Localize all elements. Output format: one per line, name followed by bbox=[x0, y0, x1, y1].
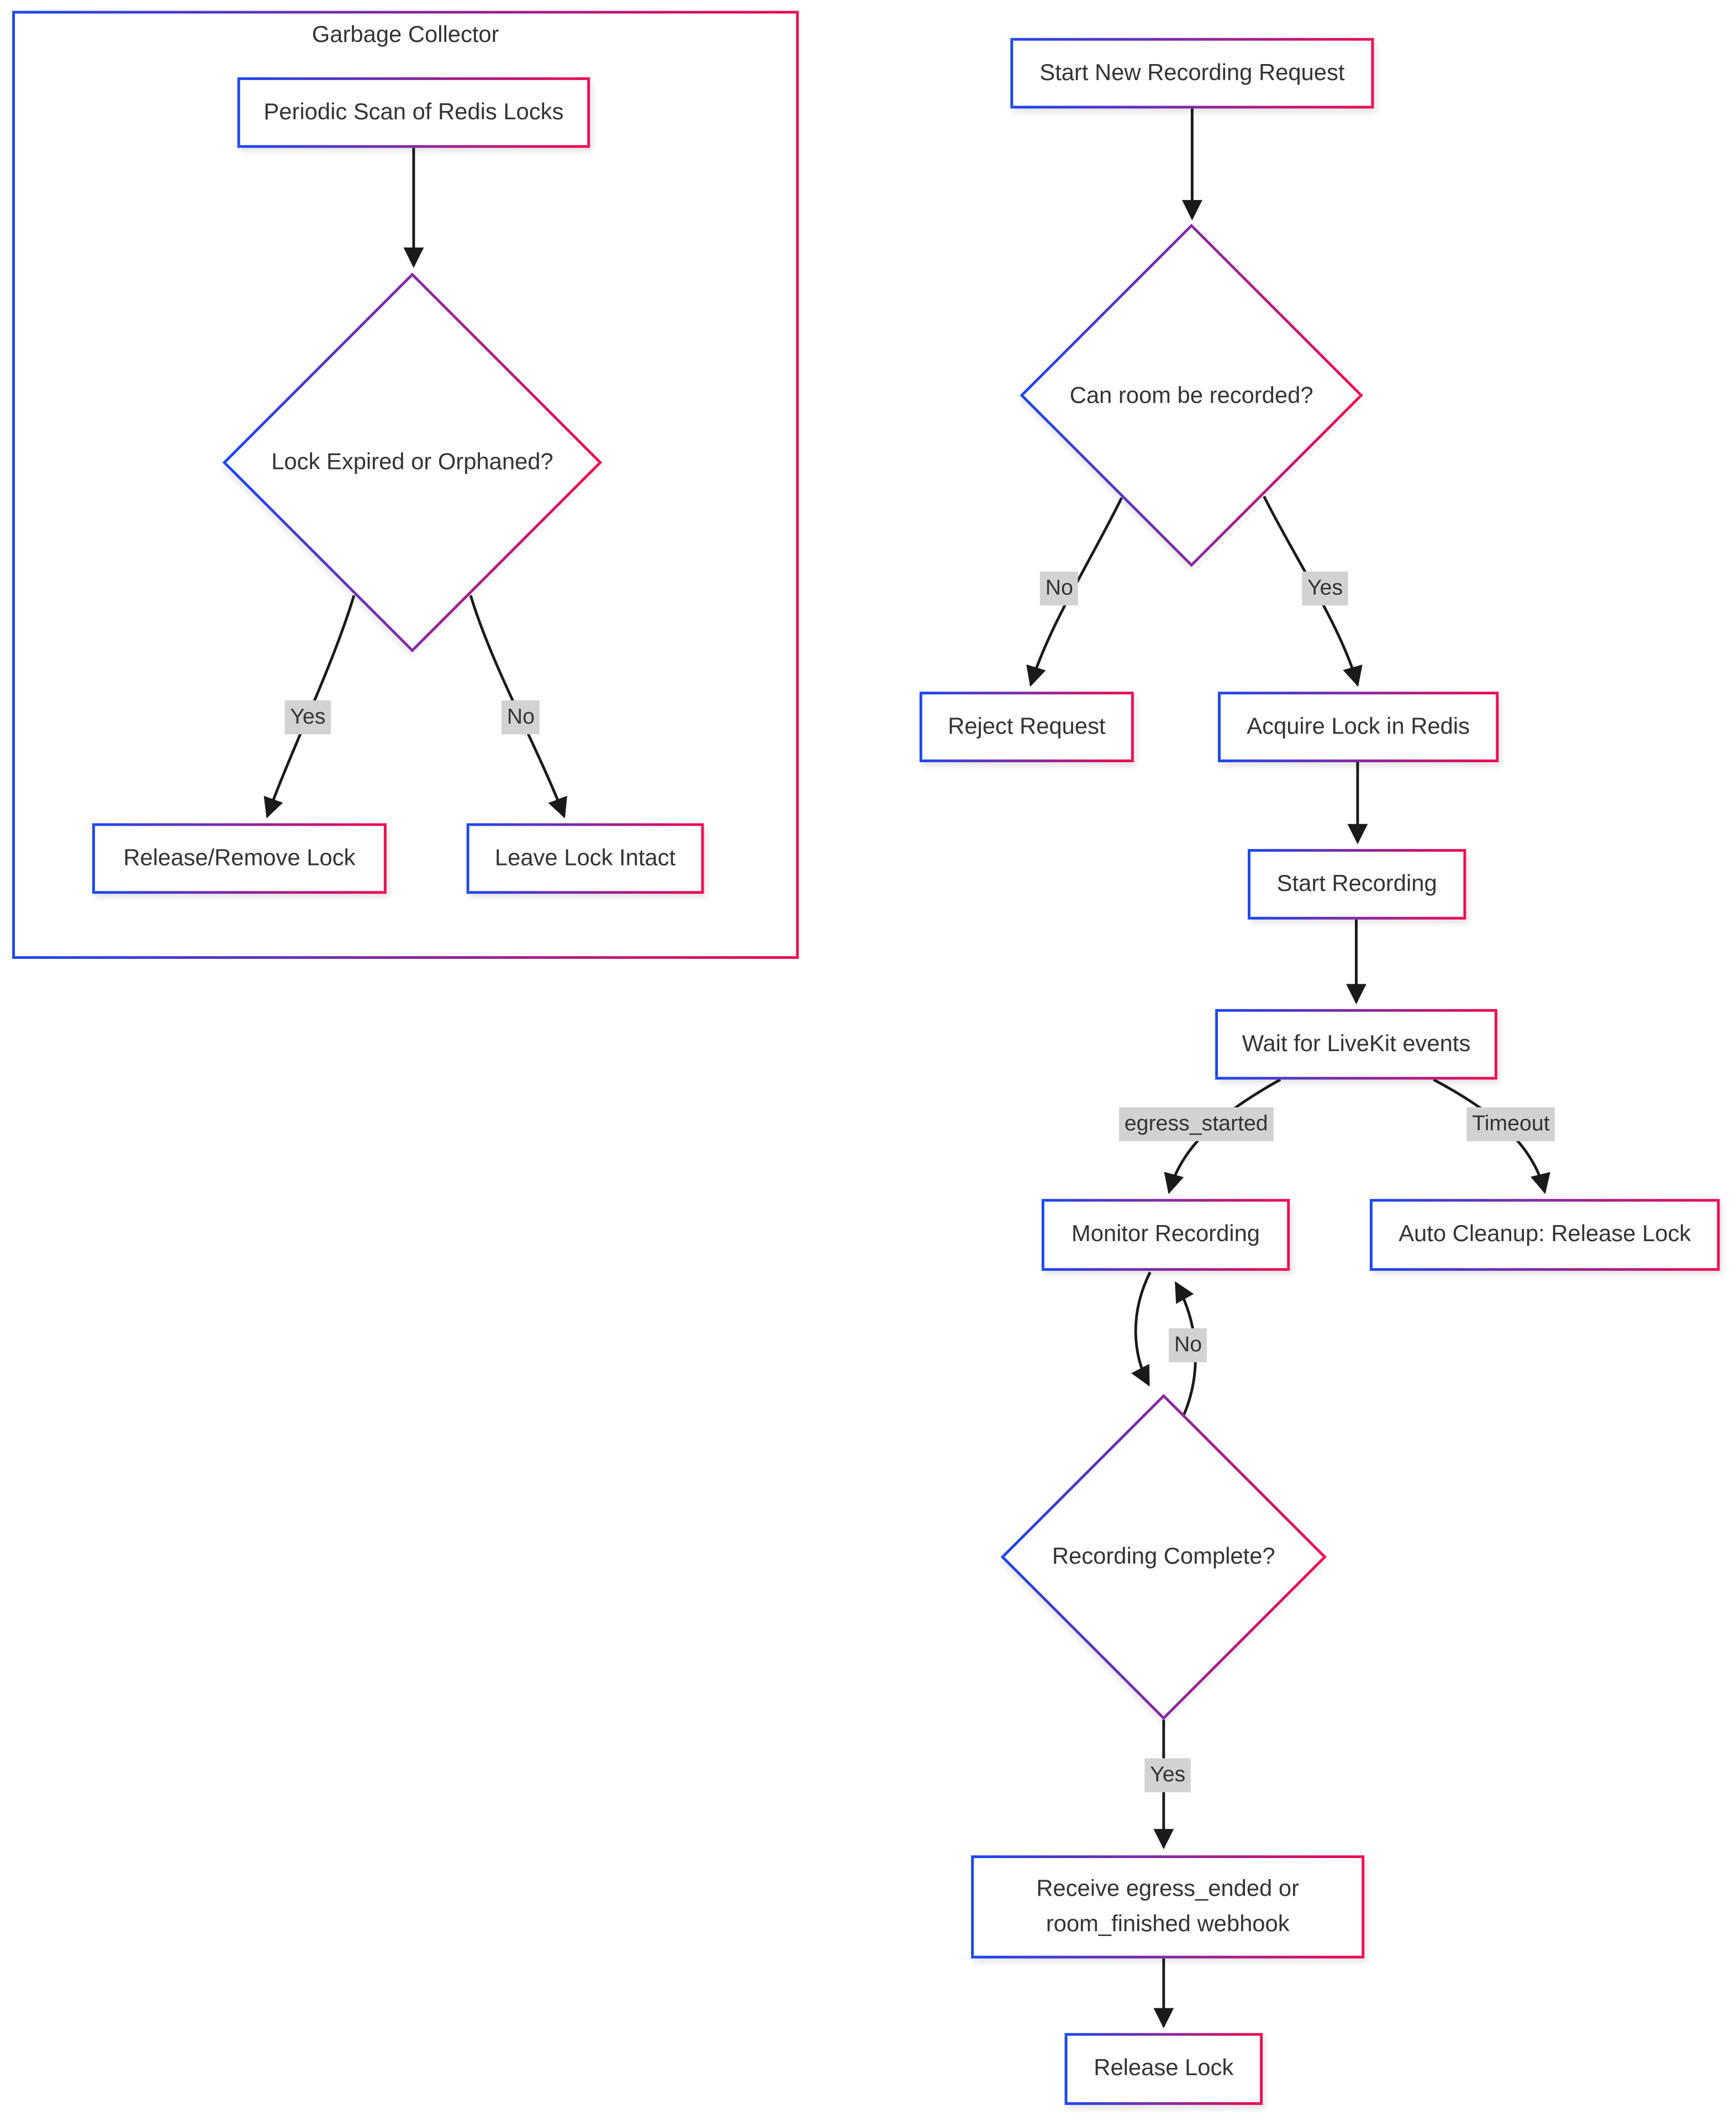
node-leave-lock-intact: Leave Lock Intact bbox=[466, 823, 704, 894]
edge-label-record-yes: Yes bbox=[1302, 571, 1348, 606]
diamond-label: Lock Expired or Orphaned? bbox=[271, 449, 553, 475]
node-periodic-scan: Periodic Scan of Redis Locks bbox=[237, 77, 590, 148]
node-auto-cleanup-release-lock: Auto Cleanup: Release Lock bbox=[1370, 1199, 1720, 1271]
edge-monitor-to-complete bbox=[1131, 1271, 1152, 1387]
node-wait-for-livekit-events: Wait for LiveKit events bbox=[1215, 1009, 1497, 1080]
subgraph-title: Garbage Collector bbox=[312, 22, 499, 48]
edge-label-gc-yes: Yes bbox=[284, 700, 331, 735]
edge-label-gc-no: No bbox=[501, 700, 540, 735]
edge-label-egress-started: egress_started bbox=[1118, 1107, 1274, 1142]
node-release-lock: Release Lock bbox=[1064, 2033, 1263, 2105]
diamond-label: Recording Complete? bbox=[1052, 1543, 1275, 1569]
edge-label-timeout: Timeout bbox=[1466, 1107, 1555, 1142]
node-start-new-recording-request: Start New Recording Request bbox=[1010, 38, 1374, 109]
node-recording-complete-decision: Recording Complete? bbox=[1000, 1394, 1327, 1721]
node-receive-webhook: Receive egress_ended or room_finished we… bbox=[971, 1855, 1365, 1959]
node-reject-request: Reject Request bbox=[919, 692, 1134, 762]
node-monitor-recording: Monitor Recording bbox=[1041, 1199, 1290, 1271]
node-start-recording: Start Recording bbox=[1248, 849, 1466, 920]
node-can-room-be-recorded-decision: Can room be recorded? bbox=[1020, 223, 1363, 567]
node-lock-expired-decision: Lock Expired or Orphaned? bbox=[222, 272, 603, 653]
edge-label-complete-yes: Yes bbox=[1144, 1758, 1191, 1793]
edge-label-complete-no: No bbox=[1169, 1328, 1207, 1363]
edge-label-record-no: No bbox=[1040, 571, 1079, 606]
node-acquire-lock-in-redis: Acquire Lock in Redis bbox=[1218, 692, 1499, 762]
node-release-remove-lock: Release/Remove Lock bbox=[92, 823, 387, 894]
diamond-label: Can room be recorded? bbox=[1069, 382, 1313, 408]
